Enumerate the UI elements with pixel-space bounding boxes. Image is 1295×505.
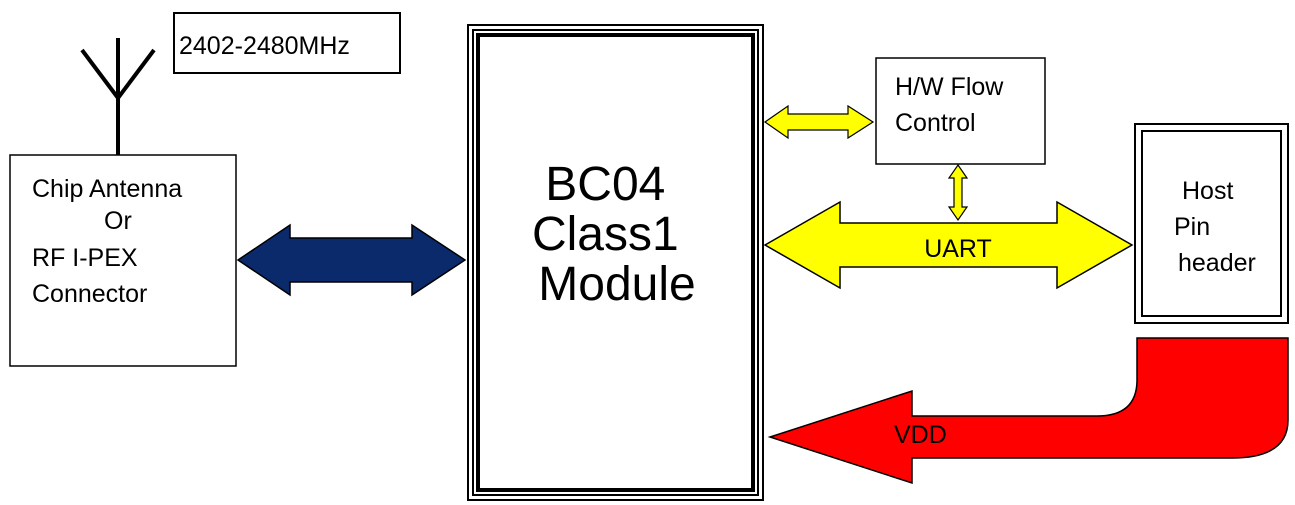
flow-control-vertical-arrow bbox=[947, 163, 969, 222]
flow-control-box bbox=[875, 57, 1046, 165]
module-line-3: Module bbox=[538, 258, 695, 311]
flow-control-line-1: H/W Flow bbox=[895, 73, 1004, 101]
flow-control-arrow bbox=[763, 104, 875, 140]
vdd-arrow bbox=[767, 337, 1289, 485]
flow-control-line-2: Control bbox=[895, 109, 976, 137]
uart-label: UART bbox=[924, 235, 992, 263]
antenna-icon bbox=[80, 38, 156, 155]
flow-control-text: H/W Flow Control bbox=[895, 73, 1010, 137]
antenna-line-1: Chip Antenna bbox=[32, 175, 182, 203]
module-line-2: Class1 bbox=[532, 208, 679, 261]
module-line-1: BC04 bbox=[545, 158, 665, 211]
host-text: Host Pin header bbox=[1174, 177, 1256, 277]
host-box bbox=[1134, 123, 1289, 324]
antenna-box bbox=[9, 154, 237, 367]
rf-link-arrow bbox=[236, 223, 467, 297]
antenna-box-text: Chip Antenna Or RF I-PEX Connector bbox=[32, 175, 189, 308]
module-box bbox=[467, 24, 764, 501]
host-line-2: Pin bbox=[1174, 213, 1210, 241]
antenna-line-3: RF I-PEX bbox=[32, 244, 138, 272]
host-line-1: Host bbox=[1182, 177, 1233, 205]
frequency-label: 2402-2480MHz bbox=[179, 32, 350, 60]
antenna-line-2: Or bbox=[104, 207, 132, 235]
module-label: BC04 Class1 Module bbox=[532, 158, 696, 311]
frequency-box bbox=[173, 12, 401, 74]
host-line-3: header bbox=[1178, 249, 1256, 277]
uart-arrow bbox=[763, 200, 1134, 290]
vdd-label: VDD bbox=[894, 421, 947, 449]
antenna-line-4: Connector bbox=[32, 280, 147, 308]
